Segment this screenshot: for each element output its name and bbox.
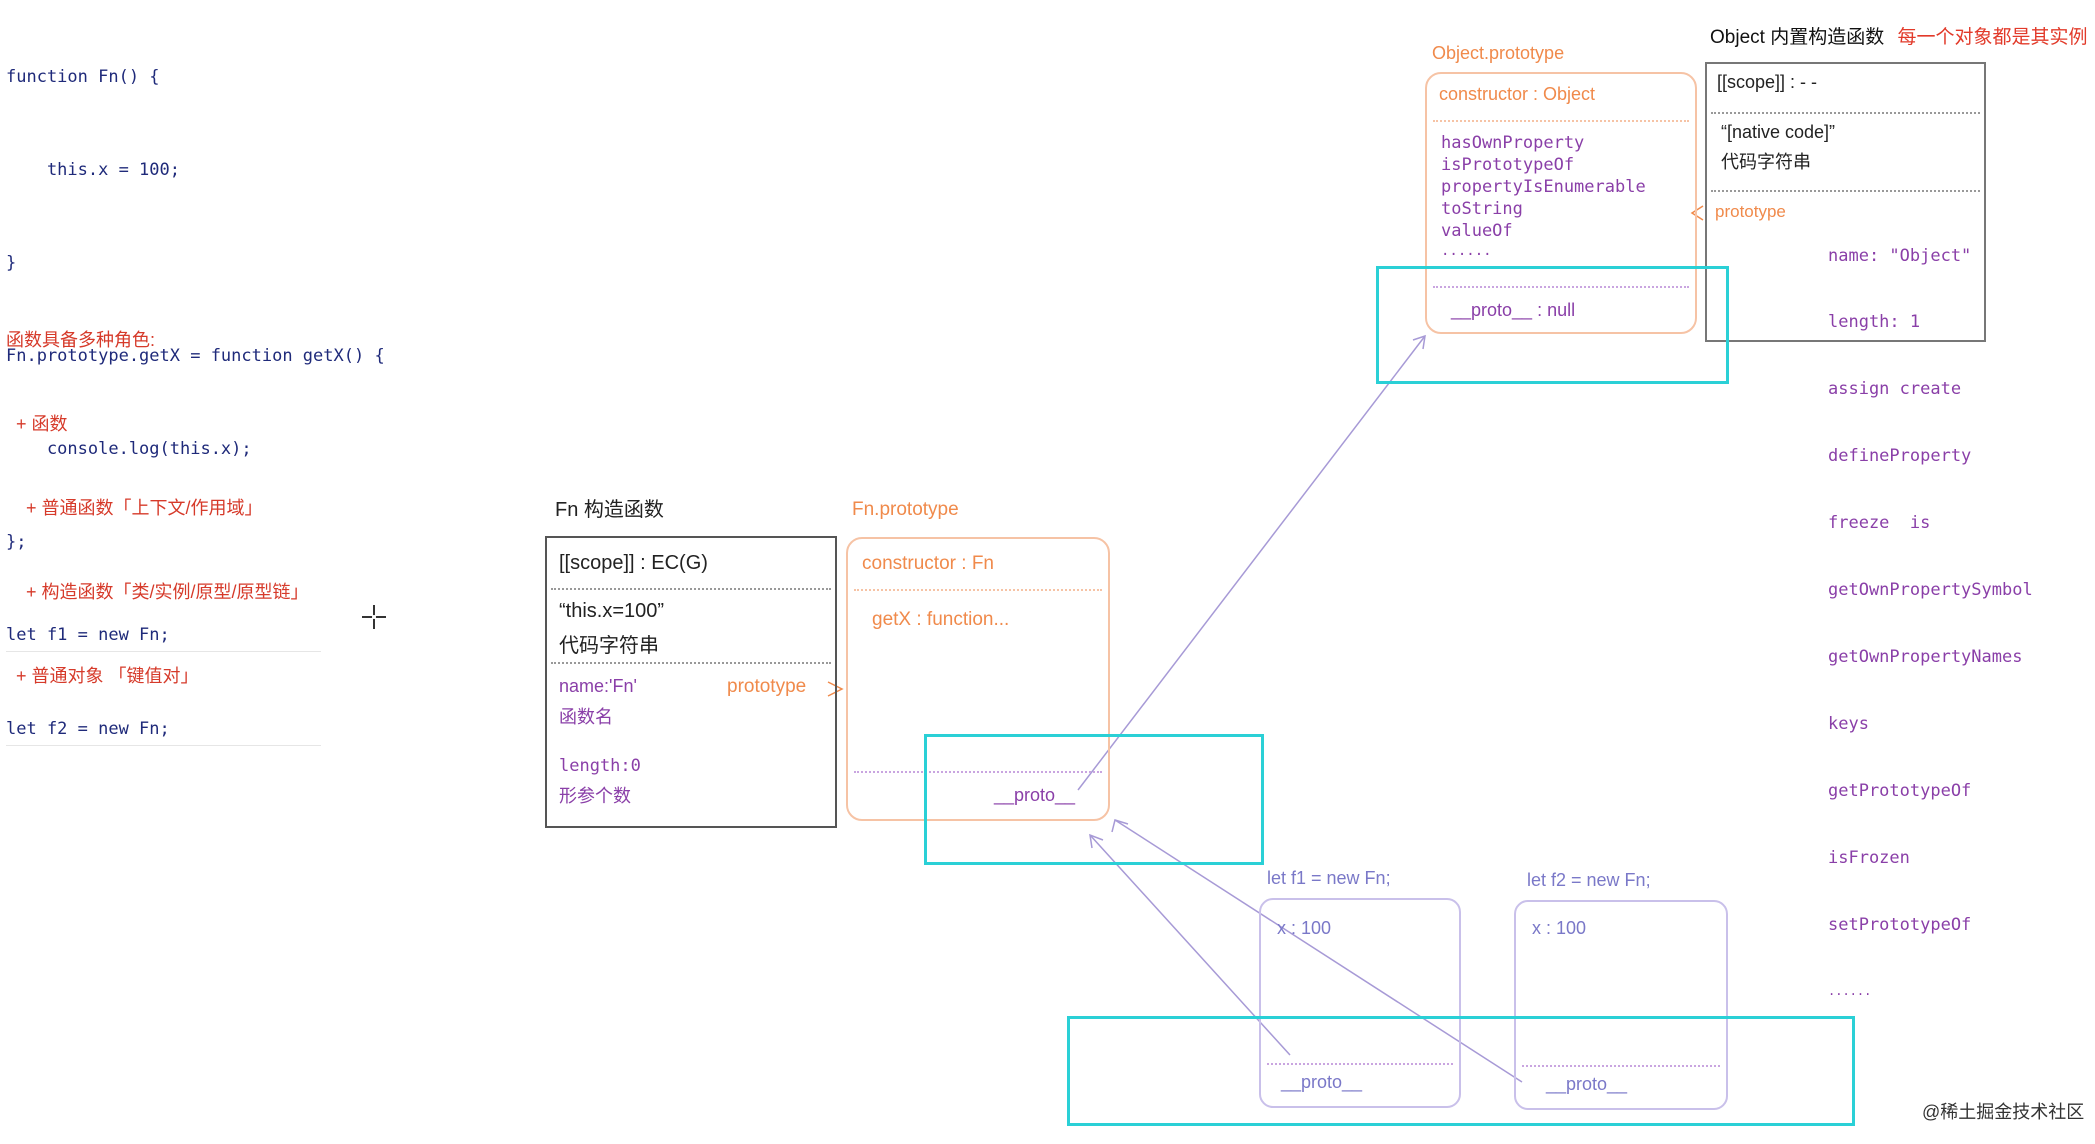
object-ctor-prop: ...... xyxy=(1828,984,1872,999)
object-ctor-native: “[native code]” xyxy=(1721,122,1836,142)
f1-instance-box: x : 100 __proto__ xyxy=(1259,898,1461,1108)
arrow-fnproto-to-objproto xyxy=(1077,335,1426,791)
object-ctor-prop: name: "Object" xyxy=(1828,245,1972,266)
object-method: propertyIsEnumerable xyxy=(1441,177,1646,197)
object-ctor-prop: defineProperty xyxy=(1828,446,1972,467)
object-prototype-proto: __proto__ : null xyxy=(1451,300,1576,320)
f1-x: x : 100 xyxy=(1277,918,1332,938)
object-ctor-scope: [[scope]] : - - xyxy=(1717,72,1818,92)
highlight-instances-proto xyxy=(1067,1016,1855,1126)
code-snippet: function Fn() { this.x = 100; } Fn.proto… xyxy=(6,0,385,777)
fn-code-string: “this.x=100” xyxy=(559,600,665,622)
fn-scope: [[scope]] : EC(G) xyxy=(559,552,708,574)
object-method: hasOwnProperty xyxy=(1441,133,1585,153)
fn-code-string-label: 代码字符串 xyxy=(559,635,659,657)
object-ctor-prototype-label: prototype xyxy=(1715,202,1786,221)
fn-name: name:'Fn' xyxy=(559,676,637,696)
code-line: this.x = 100; xyxy=(6,160,180,180)
fn-prototype-getx: getX : function... xyxy=(872,609,1010,630)
object-ctor-prop: assign create xyxy=(1828,379,1962,400)
roles-notes: 函数具备多种角色: + 函数 + 普通函数「上下文/作用域」 + 构造函数「类/… xyxy=(6,270,309,718)
code-line: } xyxy=(6,253,17,273)
object-ctor-box: [[scope]] : - - “[native code]” 代码字符串 pr… xyxy=(1705,62,1986,342)
fn-prototype-label: prototype xyxy=(727,676,807,697)
code-line: }; xyxy=(6,532,27,552)
object-ctor-prop: length: 1 xyxy=(1828,312,1921,333)
code-line: let f2 = new Fn; xyxy=(6,714,321,746)
fn-prototype-constructor: constructor : Fn xyxy=(862,553,994,574)
object-method: toString xyxy=(1441,199,1523,219)
prototype-pointer-fn xyxy=(827,681,844,697)
object-ctor-prop: getOwnPropertySymbol xyxy=(1828,580,2033,601)
notes-item: + 普通函数「上下文/作用域」 xyxy=(16,498,263,518)
fn-length: length:0 xyxy=(559,756,641,776)
code-line: Fn.prototype.getX = function getX() { xyxy=(6,346,385,366)
fn-prototype-box: constructor : Fn getX : function... __pr… xyxy=(846,537,1110,821)
f1-title: let f1 = new Fn; xyxy=(1267,868,1391,888)
notes-item: + 构造函数「类/实例/原型/原型链」 xyxy=(16,582,309,602)
fn-name-label: 函数名 xyxy=(559,707,613,727)
f2-instance-box: x : 100 __proto__ xyxy=(1514,900,1728,1110)
object-prototype-title: Object.prototype xyxy=(1432,43,1565,63)
f2-title: let f2 = new Fn; xyxy=(1527,870,1651,890)
object-ctor-title-text: Object 内置构造函数 xyxy=(1710,27,1885,48)
notes-item: + 普通对象 「键值对」 xyxy=(16,666,199,686)
watermark: @稀土掘金技术社区 xyxy=(1922,1102,2085,1122)
object-ctor-note: 每一个对象都是其实例 xyxy=(1897,27,2088,48)
object-prototype-box: constructor : Object hasOwnProperty isPr… xyxy=(1425,72,1697,334)
notes-item: + 函数 xyxy=(16,414,68,434)
object-ctor-prop: freeze is xyxy=(1828,513,1931,534)
prototype-pointer-object xyxy=(1690,205,1704,221)
fn-constructor-title: Fn 构造函数 xyxy=(555,499,664,521)
code-line: console.log(this.x); xyxy=(6,439,252,459)
fn-prototype-proto: __proto__ xyxy=(994,785,1076,805)
object-ctor-prop: setPrototypeOf xyxy=(1828,914,1972,935)
code-line: function Fn() { xyxy=(6,67,160,87)
object-ctor-props: name: "Object" length: 1 assign create d… xyxy=(1828,200,2033,1025)
object-prototype-constructor: constructor : Object xyxy=(1439,84,1596,104)
object-ctor-title: Object 内置构造函数 每一个对象都是其实例 xyxy=(1710,22,2088,49)
fn-length-label: 形参个数 xyxy=(559,786,631,806)
highlight-fnprototype-proto xyxy=(924,734,1264,865)
code-line: let f1 = new Fn; xyxy=(6,620,321,652)
notes-title: 函数具备多种角色: xyxy=(6,330,156,350)
f1-proto: __proto__ xyxy=(1281,1072,1363,1092)
object-ctor-prop: getPrototypeOf xyxy=(1828,780,1972,801)
object-method: ...... xyxy=(1441,243,1492,259)
highlight-object-proto xyxy=(1376,266,1729,384)
object-ctor-prop: getOwnPropertyNames xyxy=(1828,646,2023,667)
object-method: valueOf xyxy=(1441,221,1513,241)
object-ctor-prop: isFrozen xyxy=(1828,847,1910,868)
object-ctor-prop: keys xyxy=(1828,713,1869,734)
move-cursor-icon xyxy=(362,605,386,629)
fn-prototype-title: Fn.prototype xyxy=(852,499,959,520)
f2-x: x : 100 xyxy=(1532,918,1587,938)
object-method: isPrototypeOf xyxy=(1441,155,1575,175)
object-ctor-native-label: 代码字符串 xyxy=(1721,152,1811,172)
fn-constructor-box: [[scope]] : EC(G) “this.x=100” 代码字符串 nam… xyxy=(545,536,837,828)
f2-proto: __proto__ xyxy=(1546,1074,1628,1094)
